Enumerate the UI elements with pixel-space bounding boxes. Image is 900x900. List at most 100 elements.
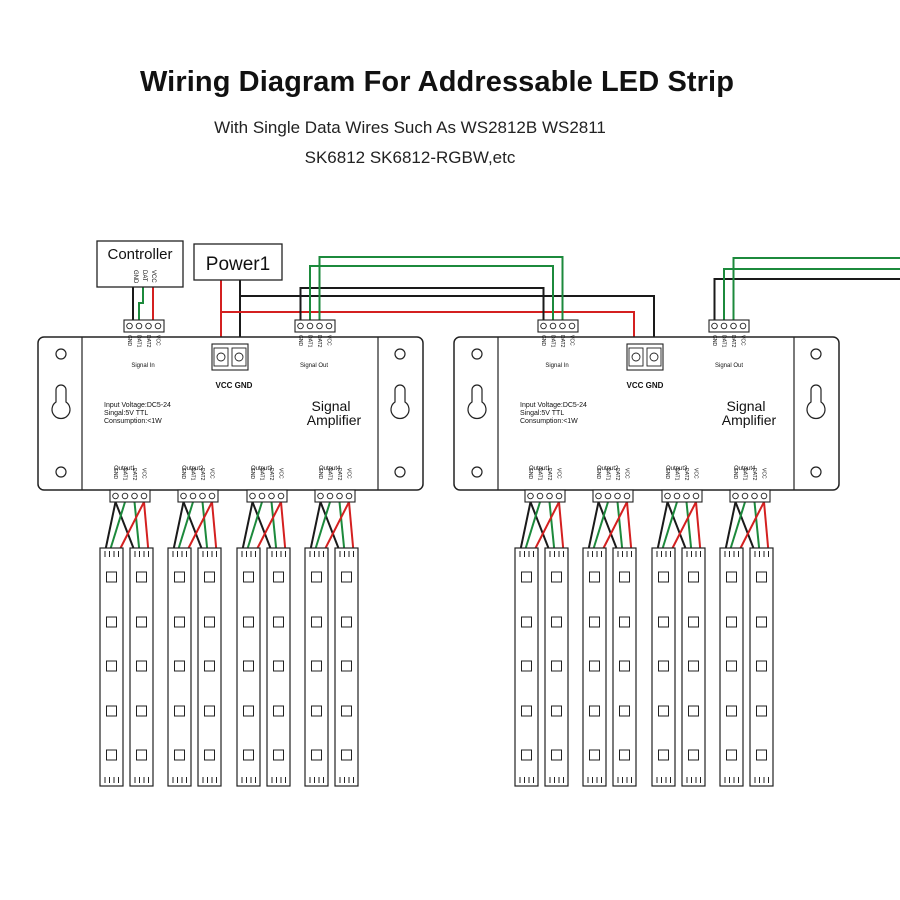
amplifier-1-out1-dat2-wire [133, 501, 141, 553]
amplifier-2-led-strip-3-led-5 [589, 749, 600, 761]
amplifier-1-output-1-terminal-screw-1 [112, 492, 119, 500]
amplifier-2-out3-dat2-wire [685, 501, 693, 553]
amplifier-1-output-3-terminal-pin-dat1: DAT1 [259, 468, 265, 481]
amplifier-1-out1-gnd-wire-b [114, 501, 136, 553]
amplifier-2-out2-vcc-wire-a [600, 501, 628, 553]
amplifier-1-output-4-terminal-housing [314, 489, 356, 503]
amplifier-2-signal-in-terminal-pin-dat1: DAT1 [550, 335, 556, 348]
amplifier-2-led-strip-5-led-1 [658, 571, 669, 583]
amplifier-2-led-strip-4-led-1 [619, 571, 630, 583]
amplifier-1-led-strip-5-led-2 [243, 616, 254, 628]
amplifier-2-slot-right [806, 384, 826, 420]
amplifier-1-out2-gnd-wire-b [182, 501, 204, 553]
amplifier-2-output-2-terminal-pin-gnd: GND [595, 468, 601, 480]
amplifier-1-hole-top-right [394, 348, 406, 360]
amplifier-2-output-2-terminal-pin-dat1: DAT1 [605, 468, 611, 481]
amplifier-2-spec-line2: Singal:5V TTL [520, 410, 564, 417]
amplifier-1-hole-bottom-right [394, 466, 406, 478]
amplifier-2-led-strip-8-led-5 [756, 749, 767, 761]
amplifier-1-output-1-terminal-pin-gnd: GND [112, 468, 118, 480]
amplifier-1-name-line1: Signal [312, 398, 351, 414]
amplifier-1-output-4-terminal-pin-dat2: DAT2 [336, 468, 342, 481]
amplifier-2-led-strip-6-led-5 [688, 749, 699, 761]
amplifier-2-spec-line3: Consumption:<1W [520, 418, 578, 425]
amplifier-1-led-strip-2-led-3 [136, 660, 147, 672]
amplifier-1-signal-in-terminal-housing [123, 319, 165, 333]
amplifier-1-out2-dat2-wire [201, 501, 209, 553]
amplifier-1-out2-dat1-wire [176, 501, 194, 553]
amplifier-2-led-strip-7-led-2 [726, 616, 737, 628]
amplifier-2-power-terminal-screw-gnd [649, 352, 659, 362]
amplifier-1-output-3-terminal-screw-2 [258, 492, 266, 500]
amplifier-2-name-line2: Amplifier [722, 412, 777, 428]
amplifier-2-output-2-terminal-screw-2 [604, 492, 612, 500]
amplifier-1-led-strip-7 [304, 547, 329, 787]
amplifier-1-led-strip-6 [266, 547, 291, 787]
amplifier-1-output-3-terminal-screw-1 [249, 492, 256, 500]
amplifier-2-out1-vcc-wire-b [558, 501, 565, 553]
amplifier-1-output-1-terminal-screw-2 [121, 492, 129, 500]
amplifier-2-out1-gnd-wire-a [519, 501, 532, 553]
amplifier-1-led-strip-8-led-3 [341, 660, 352, 672]
amplifier-1-signal-in-terminal-screw-2 [135, 322, 143, 330]
amplifier-1-out1-dat1-wire [108, 501, 126, 553]
amplifier-1-out2-vcc-wire-a [185, 501, 213, 553]
amplifier-1-output-1-terminal-pin-vcc: VCC [141, 468, 147, 479]
amplifier-2-output-1-label: Output1 [529, 466, 551, 472]
amplifier-1-led-strip-4-led-2 [204, 616, 215, 628]
amplifier-2-body [453, 336, 840, 491]
amplifier-2-led-strip-8-led-3 [756, 660, 767, 672]
controller-pin-dat: DAT [141, 270, 147, 282]
amplifier-2-led-strip-3 [582, 547, 607, 787]
amplifier-1-output-3-terminal-screw-3 [268, 492, 275, 500]
amplifier-2-led-strip-6-led-2 [688, 616, 699, 628]
amplifier-1-output-4-label: Output4 [319, 466, 341, 472]
amplifier-1-led-strip-2-led-5 [136, 749, 147, 761]
amplifier-2-led-strip-1-led-5 [521, 749, 532, 761]
amplifier-2-output-1-terminal-pin-vcc: VCC [556, 468, 562, 479]
amplifier-1-output-4-terminal-screw-1 [317, 492, 324, 500]
amplifier-1-led-strip-6-led-3 [273, 660, 284, 672]
amplifier-1-led-strip-1-led-1 [106, 571, 117, 583]
amplifier-2-signal-out-terminal-pin-vcc: VCC [740, 335, 746, 346]
amplifier-2-power-terminal-screw-vcc [631, 352, 641, 362]
amplifier-1-led-strip-4-led-4 [204, 705, 215, 717]
amplifier-2-led-strip-6-led-4 [688, 705, 699, 717]
amplifier-2-output-4-terminal-pin-dat1: DAT1 [742, 468, 748, 481]
amplifier-1-signal-in-terminal-pin-gnd: GND [126, 335, 132, 347]
amplifier-2-out4-vcc-wire-b [763, 501, 770, 553]
amplifier-2-led-strip-3-led-4 [589, 705, 600, 717]
amplifier-2-output-3-terminal-screw-2 [673, 492, 681, 500]
amplifier-1-led-strip-1-led-5 [106, 749, 117, 761]
amplifier-1-led-strip-8-led-2 [341, 616, 352, 628]
amplifier-1-output-4-terminal-screw-4 [345, 492, 353, 500]
amplifier-2-output-3-terminal-pin-vcc: VCC [693, 468, 699, 479]
amplifier-2-output-1-terminal-pin-gnd: GND [527, 468, 533, 480]
amplifier-1-power-terminal [211, 343, 249, 371]
amplifier-1-led-strip-5-led-1 [243, 571, 254, 583]
amplifier-2-output-1: Output1 [529, 466, 551, 472]
amplifier-2-signal-in-terminal-screw-1 [540, 322, 547, 330]
amplifier-2-out1-vcc-wire-a [532, 501, 560, 553]
power-box [193, 243, 283, 281]
amplifier-2-led-strip-8-led-1 [756, 571, 767, 583]
amplifier-2-power-terminal [626, 343, 664, 371]
controller-label: Controller [107, 246, 172, 263]
amplifier-1-output-4-terminal-screw-2 [326, 492, 334, 500]
amplifier-1-led-strip-4 [197, 547, 222, 787]
amplifier-1-output-4-terminal-screw-3 [336, 492, 343, 500]
diagram-subtitle-line1: With Single Data Wires Such As WS2812B W… [214, 118, 606, 137]
amplifier-2-led-strip-3-led-1 [589, 571, 600, 583]
amplifier-1-signal-out-terminal-screw-3 [316, 322, 323, 330]
amplifier-1-power-terminal-label: VCC GND [216, 381, 253, 390]
amplifier-1-output-1-terminal-pin-dat1: DAT1 [122, 468, 128, 481]
amplifier-2-spec-line1: Input Voltage:DC5-24 [520, 402, 587, 409]
amplifier-2-signal-in-terminal-pin-gnd: GND [540, 335, 546, 347]
amplifier-2-output-3-terminal-screw-4 [692, 492, 700, 500]
